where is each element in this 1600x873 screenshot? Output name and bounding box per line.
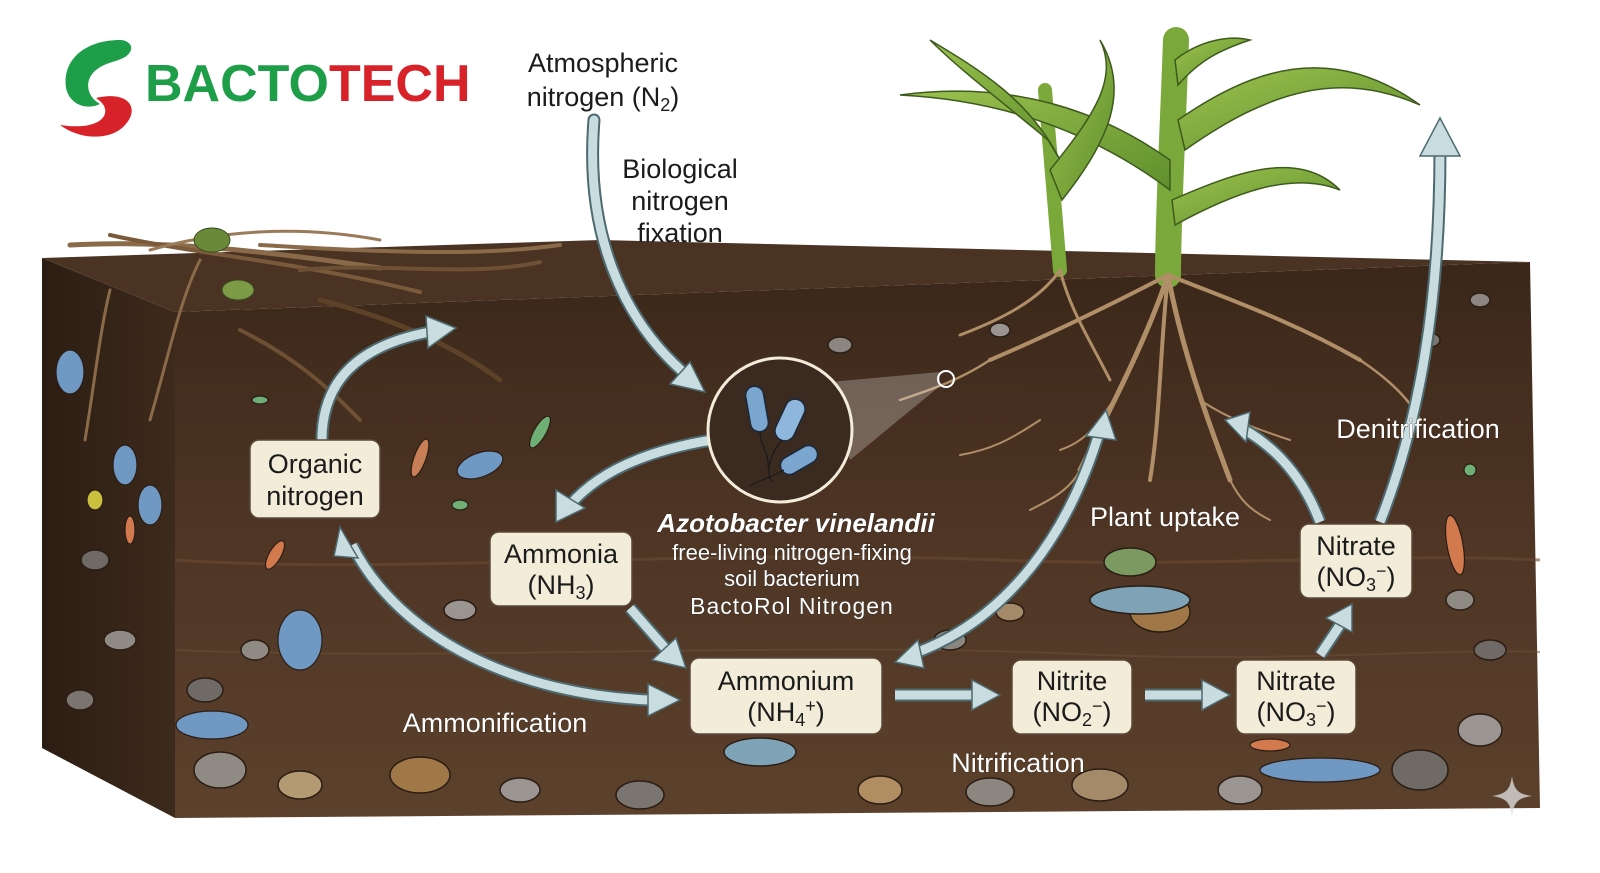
nitrate-upper-sup: − <box>1376 561 1387 581</box>
ammonification-label: Ammonification <box>403 708 588 738</box>
nitrite-formula: (NO <box>1032 697 1082 727</box>
nitrate-lower-close: ) <box>1327 697 1336 727</box>
plant-stem <box>1155 27 1189 288</box>
logo-mark-green <box>65 40 132 107</box>
magnifier-beam <box>830 372 940 460</box>
bio-fix-line1: Biological <box>622 154 738 184</box>
ammonia-box: Ammonia (NH3) <box>489 531 633 607</box>
atmospheric-close: ) <box>670 82 679 112</box>
magnifier-focus-point <box>937 370 955 388</box>
cycle-arrows <box>315 113 1462 718</box>
svg-text:BACTOTECH: BACTOTECH <box>145 55 471 113</box>
svg-text:(NO3−): (NO3−) <box>1256 696 1335 730</box>
nitrate-lower-sup: − <box>1316 696 1327 716</box>
bio-fix-line3: fixation <box>637 218 723 248</box>
ammonium-formula: (NH <box>747 697 795 727</box>
nitrite-close: ) <box>1103 697 1112 727</box>
atmospheric-sub: 2 <box>660 95 670 115</box>
organic-line1: Organic <box>268 449 363 479</box>
nitrate-upper-close: ) <box>1387 562 1396 592</box>
corn-plant <box>899 27 1421 288</box>
ammonium-close: ) <box>816 697 825 727</box>
ammonium-line1: Ammonium <box>718 666 855 696</box>
bacterium-desc-line2: soil bacterium <box>724 566 860 591</box>
soil-microbes <box>55 349 1477 783</box>
sparkle-icon <box>1492 776 1532 816</box>
denitrification-label: Denitrification <box>1336 414 1500 444</box>
nitrate-box-upper: Nitrate (NO3−) <box>1299 523 1413 599</box>
nitrite-line1: Nitrite <box>1037 666 1108 696</box>
svg-text:(NH3): (NH3) <box>527 570 594 603</box>
nitrate-lower-line1: Nitrate <box>1256 666 1336 696</box>
bactotech-logo: BACTOTECH <box>60 40 471 137</box>
ammonium-box: Ammonium (NH4+) <box>689 657 883 735</box>
plant-uptake-label: Plant uptake <box>1090 502 1240 532</box>
svg-text:nitrogen (N2): nitrogen (N2) <box>527 82 680 115</box>
ammonia-formula: (NH <box>527 570 575 600</box>
nitrate-upper-sub: 3 <box>1366 575 1376 595</box>
atmospheric-line2: nitrogen (N <box>527 82 661 112</box>
soil-layer-line-2 <box>174 648 1541 658</box>
bacterium-name: Azotobacter vinelandii <box>656 508 935 538</box>
svg-text:(NO3−): (NO3−) <box>1316 561 1395 595</box>
atmospheric-line1: Atmospheric <box>528 48 678 78</box>
ammonia-line1: Ammonia <box>504 539 619 569</box>
logo-text-tech: TECH <box>329 55 471 113</box>
bacterium-desc-line1: free-living nitrogen-fixing <box>672 540 912 565</box>
nitrate-lower-formula: (NO <box>1256 697 1306 727</box>
pebbles <box>65 292 1507 810</box>
bacterium-product: BactoRol Nitrogen <box>690 593 894 619</box>
svg-text:(NO2−): (NO2−) <box>1032 696 1111 730</box>
ammonium-sup: + <box>805 696 816 716</box>
bacterium-magnifier <box>706 356 955 504</box>
nitrate-upper-formula: (NO <box>1316 562 1366 592</box>
nitrification-label: Nitrification <box>951 748 1085 778</box>
plant-roots <box>898 268 1422 521</box>
bio-fix-line2: nitrogen <box>631 186 729 216</box>
nitrite-sup: − <box>1092 696 1103 716</box>
nitrate-upper-line1: Nitrate <box>1316 531 1396 561</box>
bacterium-caption: Azotobacter vinelandii free-living nitro… <box>656 508 936 620</box>
organic-nitrogen-box: Organic nitrogen <box>249 439 381 519</box>
logo-mark-red <box>60 96 132 137</box>
leaf <box>899 90 1171 192</box>
ammonia-close: ) <box>586 570 595 600</box>
logo-text-bacto: BACTO <box>145 55 329 113</box>
nitrate-lower-sub: 3 <box>1306 710 1316 730</box>
ammonium-sub: 4 <box>795 710 805 730</box>
nitrite-sub: 2 <box>1082 710 1092 730</box>
soil-side-face <box>42 258 175 818</box>
leaf-litter <box>67 227 562 442</box>
biological-fixation-label: Biological nitrogen fixation <box>622 154 738 248</box>
svg-text:(NH4+): (NH4+) <box>747 696 825 730</box>
nitrate-box-lower: Nitrate (NO3−) <box>1235 659 1357 735</box>
atmospheric-nitrogen-label: Atmospheric nitrogen (N2) <box>527 48 680 115</box>
ammonia-sub: 3 <box>575 583 585 603</box>
organic-line2: nitrogen <box>266 481 364 511</box>
nitrite-box: Nitrite (NO2−) <box>1011 659 1133 735</box>
bacterium-cell-icon <box>744 385 819 487</box>
